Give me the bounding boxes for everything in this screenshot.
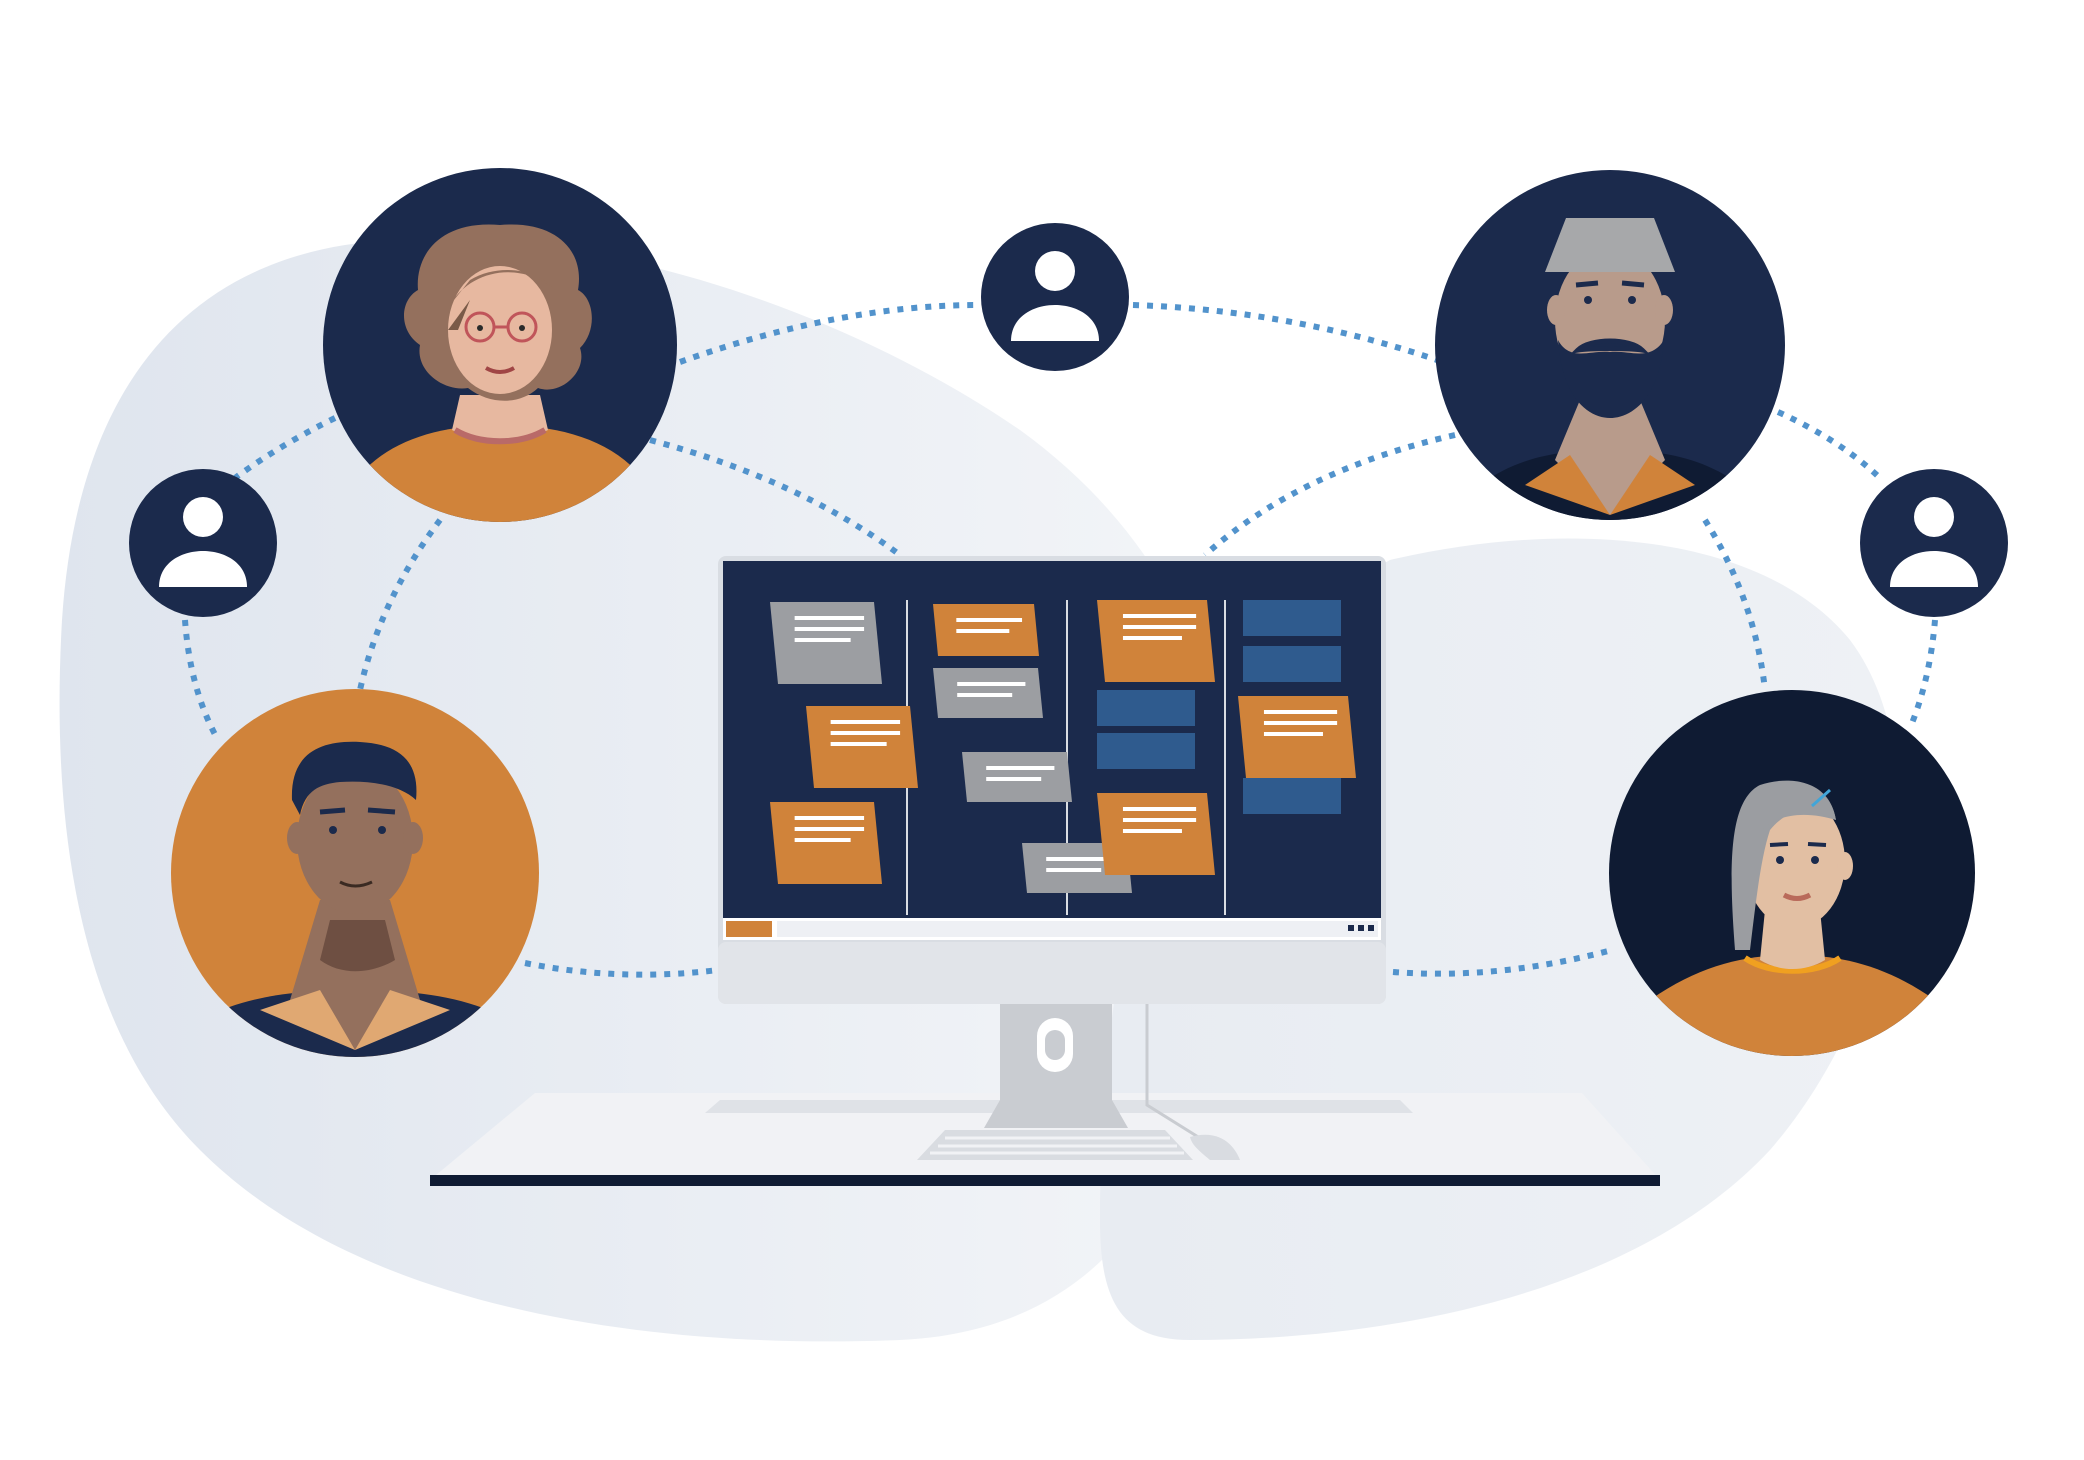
user-icons	[129, 223, 2008, 617]
user-icon	[129, 469, 277, 617]
card-text-line	[1122, 614, 1197, 618]
card-text-line	[794, 816, 865, 820]
mouse-cable	[1145, 1000, 1204, 1142]
card-text-line	[1122, 636, 1182, 640]
kanban-card	[806, 706, 918, 788]
background-blob-left	[59, 238, 1238, 1342]
kanban-card	[1243, 646, 1341, 682]
card-text-line	[1122, 625, 1197, 629]
desk-edge	[430, 1175, 1660, 1186]
card-text-line	[956, 629, 1010, 633]
network-connections	[182, 302, 1938, 978]
card-text-line	[986, 777, 1042, 781]
kanban-card	[770, 602, 882, 684]
taskbar	[723, 918, 1381, 940]
kanban-card	[1097, 733, 1195, 769]
card-text-line	[1046, 857, 1115, 861]
mouse	[1190, 1134, 1240, 1160]
card-text-line	[794, 827, 865, 831]
card-text-line	[794, 638, 851, 642]
card-text-line	[1263, 710, 1338, 714]
card-text-line	[1263, 721, 1338, 725]
kanban-card	[1243, 600, 1341, 636]
kanban-card	[770, 802, 882, 884]
connection-line	[1132, 302, 1438, 363]
card-text-line	[1263, 732, 1323, 736]
person-avatar	[1609, 690, 1975, 1056]
card-text-line	[1122, 818, 1197, 822]
kanban-card	[1238, 696, 1356, 778]
card-text-line	[794, 616, 865, 620]
card-text-line	[957, 693, 1013, 697]
user-icon	[1860, 469, 2008, 617]
kanban-card	[1243, 778, 1341, 814]
user-icon	[981, 223, 1129, 371]
card-text-line	[1122, 829, 1182, 833]
card-text-line	[957, 682, 1026, 686]
card-text-line	[830, 720, 901, 724]
card-text-line	[1122, 807, 1197, 811]
card-text-line	[830, 742, 887, 746]
card-text-line	[794, 627, 865, 631]
person-avatar	[171, 689, 539, 1057]
connection-line	[678, 302, 979, 365]
card-text-line	[830, 731, 901, 735]
connection-line	[524, 960, 719, 978]
kanban-board	[770, 600, 1356, 893]
kanban-card	[1097, 690, 1195, 726]
connection-line	[1907, 619, 1938, 730]
card-text-line	[1046, 868, 1102, 872]
kanban-card	[1097, 600, 1215, 682]
person-avatar	[1435, 170, 1785, 520]
connection-line	[233, 415, 337, 481]
card-text-line	[986, 766, 1055, 770]
card-text-line	[794, 838, 851, 842]
card-text-line	[956, 618, 1023, 622]
connection-line	[1203, 432, 1456, 558]
taskbar-active-tab	[726, 921, 772, 937]
kanban-card	[1097, 793, 1215, 875]
connection-line	[182, 619, 221, 742]
computer	[718, 556, 1386, 1160]
connection-line	[1776, 409, 1883, 481]
monitor-chin	[718, 942, 1386, 1004]
